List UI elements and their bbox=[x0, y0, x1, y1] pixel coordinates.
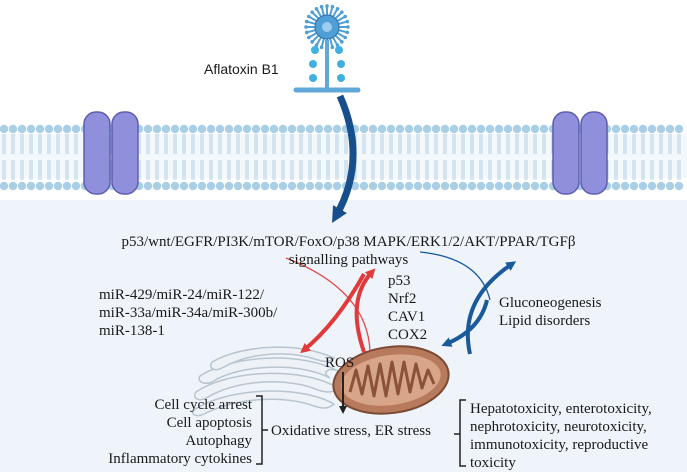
fungus-conidium bbox=[345, 30, 350, 35]
fungus-conidium bbox=[343, 14, 347, 19]
mirna-list: miR-429/miR-24/miR-122/ miR-33a/miR-34a/… bbox=[99, 286, 277, 340]
mirna-line: miR-429/miR-24/miR-122/ bbox=[99, 287, 265, 303]
fungus-conidium bbox=[310, 10, 314, 14]
fungus-conidium bbox=[319, 4, 324, 9]
protein-item: p53 bbox=[388, 273, 411, 289]
fungus-conidium bbox=[345, 19, 350, 24]
toxin-label: Aflatoxin B1 bbox=[204, 61, 279, 77]
red-arrow-down-left bbox=[300, 273, 366, 354]
fungus-conidium bbox=[346, 25, 350, 29]
fungus-conidium bbox=[304, 19, 309, 24]
pathways-line-1: p53/wnt/EGFR/PI3K/mTOR/FoxO/p38 MAPK/ERK… bbox=[121, 234, 576, 250]
fungus-conidium bbox=[330, 4, 335, 9]
blue-arc-thin bbox=[419, 251, 491, 301]
fungus-conidium bbox=[304, 30, 309, 35]
metabolic-item: Gluconeogenesis bbox=[499, 295, 602, 311]
mitochondrion-icon bbox=[332, 345, 450, 415]
cell-effect-item: Cell cycle arrest bbox=[154, 397, 252, 413]
protein-list: p53 Nrf2 CAV1 COX2 bbox=[388, 272, 427, 344]
fungus-conidium bbox=[340, 40, 344, 44]
ros-label: ROS bbox=[325, 355, 355, 371]
fungus-conidium bbox=[304, 25, 308, 29]
right-bracket bbox=[454, 399, 466, 467]
fungus-conidium bbox=[330, 45, 335, 50]
toxicity-line: immunotoxicity, reproductive bbox=[470, 437, 649, 453]
protein-item: COX2 bbox=[388, 327, 428, 343]
toxicity-line: toxicity bbox=[470, 455, 516, 471]
fungus-conidium bbox=[325, 4, 329, 8]
fungus-conidium bbox=[314, 7, 319, 11]
fungus-conidium bbox=[310, 40, 314, 44]
fungus-conidium bbox=[340, 10, 344, 14]
aspergillus-fungus-icon bbox=[293, 4, 361, 93]
toxin-entry-arrow bbox=[332, 94, 357, 223]
red-arrow-up bbox=[354, 268, 376, 353]
stress-label: Oxidative stress, ER stress bbox=[271, 423, 431, 439]
metabolic-effects: Gluconeogenesis Lipid disorders bbox=[499, 294, 601, 330]
toxicity-line: Hepatotoxicity, enterotoxicity, bbox=[470, 401, 652, 417]
fungus-conidium bbox=[307, 14, 311, 19]
metabolic-item: Lipid disorders bbox=[499, 313, 591, 329]
pathways-line-2: signalling pathways bbox=[288, 252, 409, 268]
fungus-conidium bbox=[335, 7, 340, 11]
membrane-channel-icon bbox=[552, 111, 608, 195]
pathways-title: p53/wnt/EGFR/PI3K/mTOR/FoxO/p38 MAPK/ERK… bbox=[60, 233, 637, 269]
fungus-spike bbox=[334, 12, 342, 20]
fungus-conidium bbox=[343, 35, 347, 40]
protein-item: Nrf2 bbox=[388, 291, 417, 307]
membrane-channel-icon bbox=[83, 111, 139, 195]
blue-arrow-down-left bbox=[441, 299, 489, 347]
mirna-line: miR-138-1 bbox=[99, 323, 165, 339]
cell-effect-item: Autophagy bbox=[185, 433, 252, 449]
protein-item: CAV1 bbox=[388, 309, 426, 325]
cell-effects-list: Cell cycle arrest Cell apoptosis Autopha… bbox=[70, 396, 252, 468]
fungus-spike bbox=[312, 34, 320, 42]
fungus-spike bbox=[312, 12, 320, 20]
left-bracket bbox=[256, 395, 268, 465]
blue-arrow-up-right bbox=[465, 261, 517, 355]
fungus-conidium bbox=[319, 45, 324, 50]
fungus-conidium bbox=[307, 35, 311, 40]
cell-effect-item: Cell apoptosis bbox=[166, 415, 252, 431]
toxicity-list: Hepatotoxicity, enterotoxicity, nephroto… bbox=[470, 400, 652, 472]
cell-effect-item: Inflammatory cytokines bbox=[108, 451, 252, 467]
cell-interior bbox=[0, 200, 687, 472]
toxicity-line: nephrotoxicity, neurotoxicity, bbox=[470, 419, 647, 435]
fungus-spike bbox=[334, 34, 342, 42]
mirna-line: miR-33a/miR-34a/miR-300b/ bbox=[99, 305, 278, 321]
